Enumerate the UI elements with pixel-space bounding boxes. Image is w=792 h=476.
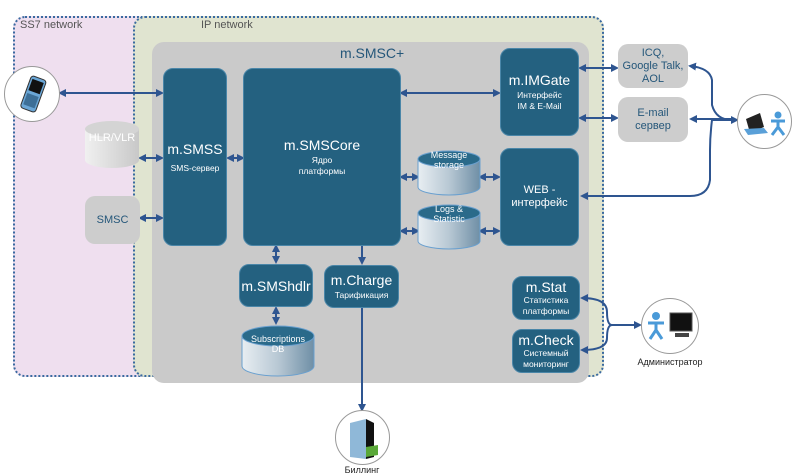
- imgate-subtitle-1: Интерфейс: [517, 90, 562, 100]
- hlr-vlr-label: HLR/VLR: [88, 132, 136, 144]
- arrow-user-im: [688, 62, 733, 121]
- laptop-user-actor[interactable]: [737, 94, 792, 149]
- im-line-3: AOL: [641, 72, 664, 85]
- hlr-vlr-db-shape: [85, 121, 139, 168]
- module-web-interface[interactable]: WEB - интерфейс: [500, 148, 579, 246]
- smshdlr-title: m.SMShdlr: [241, 277, 311, 294]
- check-subtitle-2: мониторинг: [523, 359, 569, 369]
- email-line-2: сервер: [635, 119, 671, 132]
- logs-statistic-db-shape: [417, 204, 481, 250]
- check-subtitle-1: Системный: [523, 348, 569, 358]
- email-server-box[interactable]: E-mail сервер: [618, 97, 688, 142]
- server-icon: [350, 419, 378, 459]
- ss7-network-label: SS7 network: [20, 19, 83, 31]
- subscriptions-db-shape: [241, 325, 315, 377]
- module-check[interactable]: m.Check Системный мониторинг: [512, 329, 580, 373]
- billing-actor[interactable]: [335, 410, 390, 465]
- stat-subtitle-2: платформы: [522, 306, 570, 316]
- im-services-box[interactable]: ICQ, Google Talk, AOL: [618, 44, 688, 88]
- stat-subtitle-1: Статистика: [523, 295, 569, 305]
- charge-title: m.Charge: [330, 272, 393, 288]
- imgate-subtitle-2: IM & E-Mail: [517, 101, 562, 111]
- module-smscore[interactable]: m.SMSCore Ядро платформы: [243, 68, 401, 246]
- arrow-user-web: [580, 119, 713, 200]
- module-smss[interactable]: m.SMSS SMS-сервер: [163, 68, 227, 246]
- arrow-admin-stat: [580, 294, 613, 326]
- mobile-phone-actor[interactable]: [4, 66, 60, 122]
- smscore-title: m.SMSCore: [283, 137, 361, 153]
- im-line-2: Google Talk,: [622, 59, 684, 72]
- arrow-admin-check: [580, 324, 613, 354]
- logs-line-2: Statistic: [433, 214, 465, 224]
- web-title-2: интерфейс: [511, 197, 568, 209]
- logs-statistic-label: Logs & Statistic: [418, 204, 480, 224]
- smsc-plus-title: m.SMSC+: [340, 45, 405, 61]
- message-storage-line-2: storage: [433, 160, 465, 170]
- smscore-subtitle-2: платформы: [298, 166, 346, 176]
- module-imgate[interactable]: m.IMGate Интерфейс IM & E-Mail: [500, 48, 579, 136]
- check-title: m.Check: [518, 332, 574, 348]
- web-title-1: WEB -: [523, 184, 556, 196]
- imgate-title: m.IMGate: [508, 72, 571, 88]
- smsc-external-box[interactable]: SMSC: [85, 196, 140, 244]
- smscore-subtitle-1: Ядро: [311, 155, 333, 165]
- module-stat[interactable]: m.Stat Статистика платформы: [512, 276, 580, 320]
- admin-actor[interactable]: [641, 298, 699, 354]
- laptop-user-icon: [744, 111, 786, 136]
- module-smshdlr[interactable]: m.SMShdlr: [239, 264, 313, 307]
- subs-line-1: Subscriptions: [250, 334, 306, 344]
- im-line-1: ICQ,: [641, 46, 665, 59]
- smss-subtitle: SMS-сервер: [170, 162, 220, 173]
- module-charge[interactable]: m.Charge Тарификация: [324, 265, 399, 308]
- subscriptions-db-label: Subscriptions DB: [242, 334, 314, 354]
- message-storage-db-shape: [417, 150, 481, 196]
- billing-label: Биллинг: [344, 465, 380, 475]
- smsc-label: SMSC: [96, 213, 129, 226]
- charge-subtitle: Тарификация: [334, 290, 389, 300]
- logs-line-1: Logs &: [434, 204, 464, 214]
- admin-label: Администратор: [637, 357, 703, 367]
- stat-title: m.Stat: [525, 279, 567, 295]
- message-storage-line-1: Message: [430, 150, 468, 160]
- message-storage-label: Message storage: [418, 150, 480, 170]
- email-line-1: E-mail: [637, 106, 669, 119]
- subs-line-2: DB: [271, 344, 285, 354]
- ip-network-label: IP network: [201, 19, 253, 31]
- mobile-phone-icon: [20, 75, 47, 113]
- admin-icon: [648, 312, 693, 340]
- smss-title: m.SMSS: [167, 140, 223, 157]
